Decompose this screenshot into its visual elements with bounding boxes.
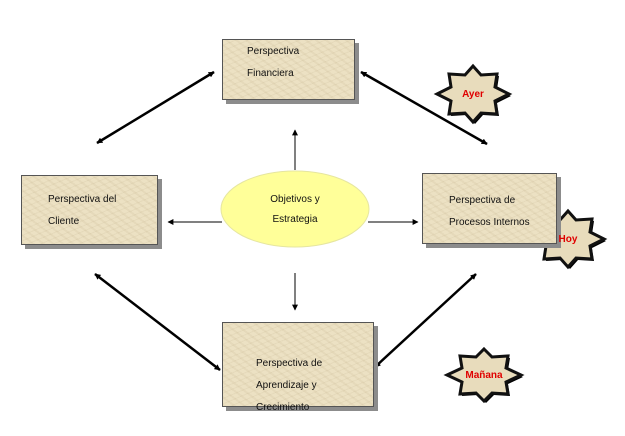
center-line1: Objetivos y — [270, 194, 320, 205]
arrow-financial-internal — [360, 70, 488, 146]
customer-line2: Cliente — [48, 216, 80, 227]
box-internal-text: Perspectiva de Procesos Internos — [449, 190, 530, 234]
box-financial-text: Perspectiva Financiera — [247, 41, 299, 85]
internal-line2: Procesos Internos — [449, 217, 530, 228]
learning-line1: Perspectiva de — [256, 358, 323, 369]
financial-line1: Perspectiva — [247, 46, 300, 57]
label-ayer: Ayer — [462, 89, 484, 100]
label-manana: Mañana — [465, 370, 503, 381]
star-manana — [443, 346, 525, 404]
star-ayer — [433, 63, 513, 125]
box-financial — [222, 39, 355, 100]
label-hoy: Hoy — [558, 234, 578, 245]
strategy-ellipse — [220, 170, 370, 248]
center-line2: Estrategia — [272, 214, 318, 225]
center-text: Objetivos y Estrategia — [245, 190, 345, 230]
box-learning — [222, 322, 374, 407]
internal-line1: Perspectiva de — [449, 195, 516, 206]
box-customer-text: Perspectiva del Cliente — [48, 189, 116, 233]
arrow-financial-customer — [96, 70, 215, 145]
financial-line2: Financiera — [247, 68, 294, 79]
box-internal — [422, 173, 557, 244]
arrow-internal-learning — [374, 273, 477, 368]
box-learning-text: Perspectiva de Aprendizaje y Crecimiento — [256, 353, 322, 419]
learning-line2: Aprendizaje y — [256, 380, 317, 391]
customer-line1: Perspectiva del — [48, 194, 117, 205]
learning-line3: Crecimiento — [256, 402, 310, 413]
arrow-customer-learning — [94, 273, 221, 371]
box-customer — [21, 175, 158, 245]
